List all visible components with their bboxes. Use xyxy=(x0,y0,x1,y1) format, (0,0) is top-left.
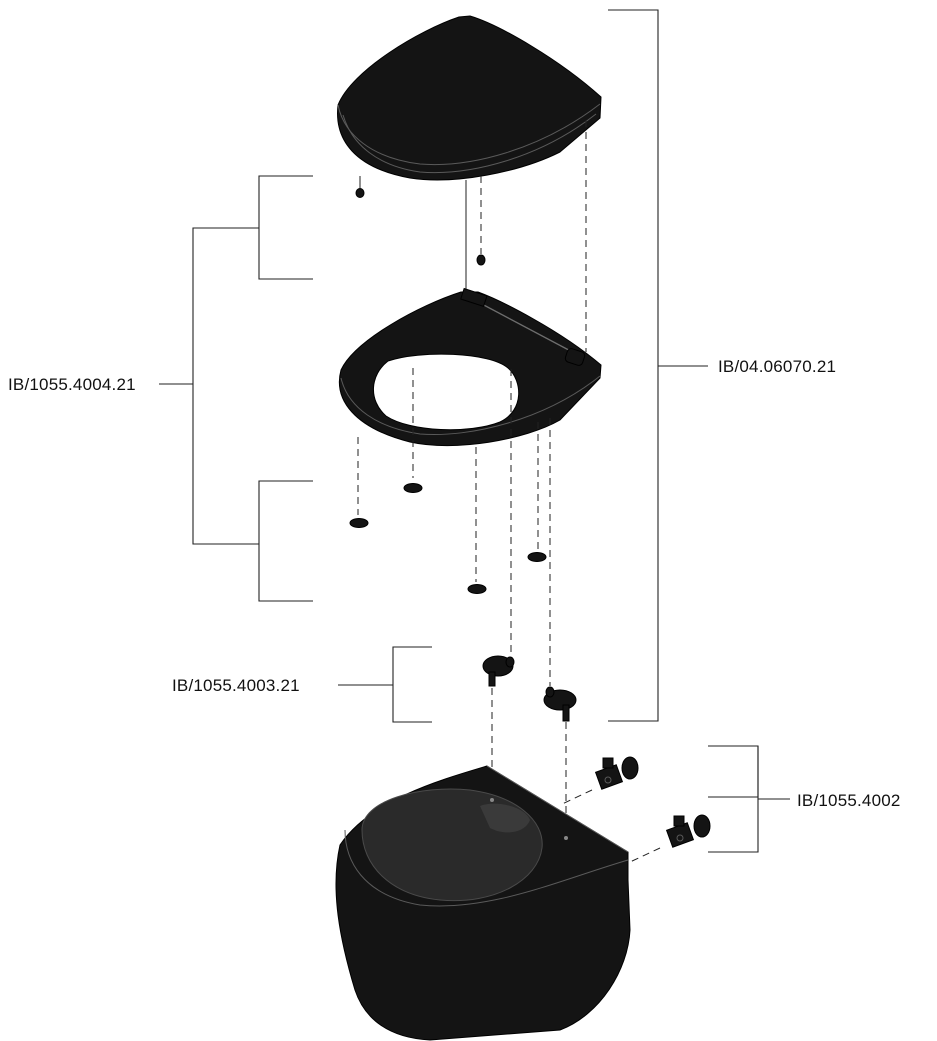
seat-buffer-1 xyxy=(403,483,423,493)
seat-buffer-2 xyxy=(349,518,369,528)
fixing-bolt-1 xyxy=(594,756,639,790)
label-hinge-set: IB/1055.4003.21 xyxy=(172,676,300,695)
fixing-bolt-2 xyxy=(665,814,711,848)
seat-lid xyxy=(337,15,602,181)
seat-ring xyxy=(339,287,602,447)
bracket-fixing-set xyxy=(708,745,790,853)
bracket-seat-ring-set xyxy=(159,175,313,602)
toilet-bowl xyxy=(335,765,631,1041)
seat-buffer-4 xyxy=(467,584,487,594)
lid-buffer-left xyxy=(355,176,365,198)
label-fixing-set: IB/1055.4002 xyxy=(797,791,901,810)
hinge-right xyxy=(543,686,577,722)
bracket-seat-complete xyxy=(608,9,708,722)
bracket-hinge-set xyxy=(338,646,432,723)
seat-buffer-3 xyxy=(527,552,547,562)
label-seat-ring-set: IB/1055.4004.21 xyxy=(8,375,136,394)
hinge-left xyxy=(482,655,515,687)
label-seat-complete: IB/04.06070.21 xyxy=(718,357,836,376)
lid-buffer-right xyxy=(476,176,486,266)
